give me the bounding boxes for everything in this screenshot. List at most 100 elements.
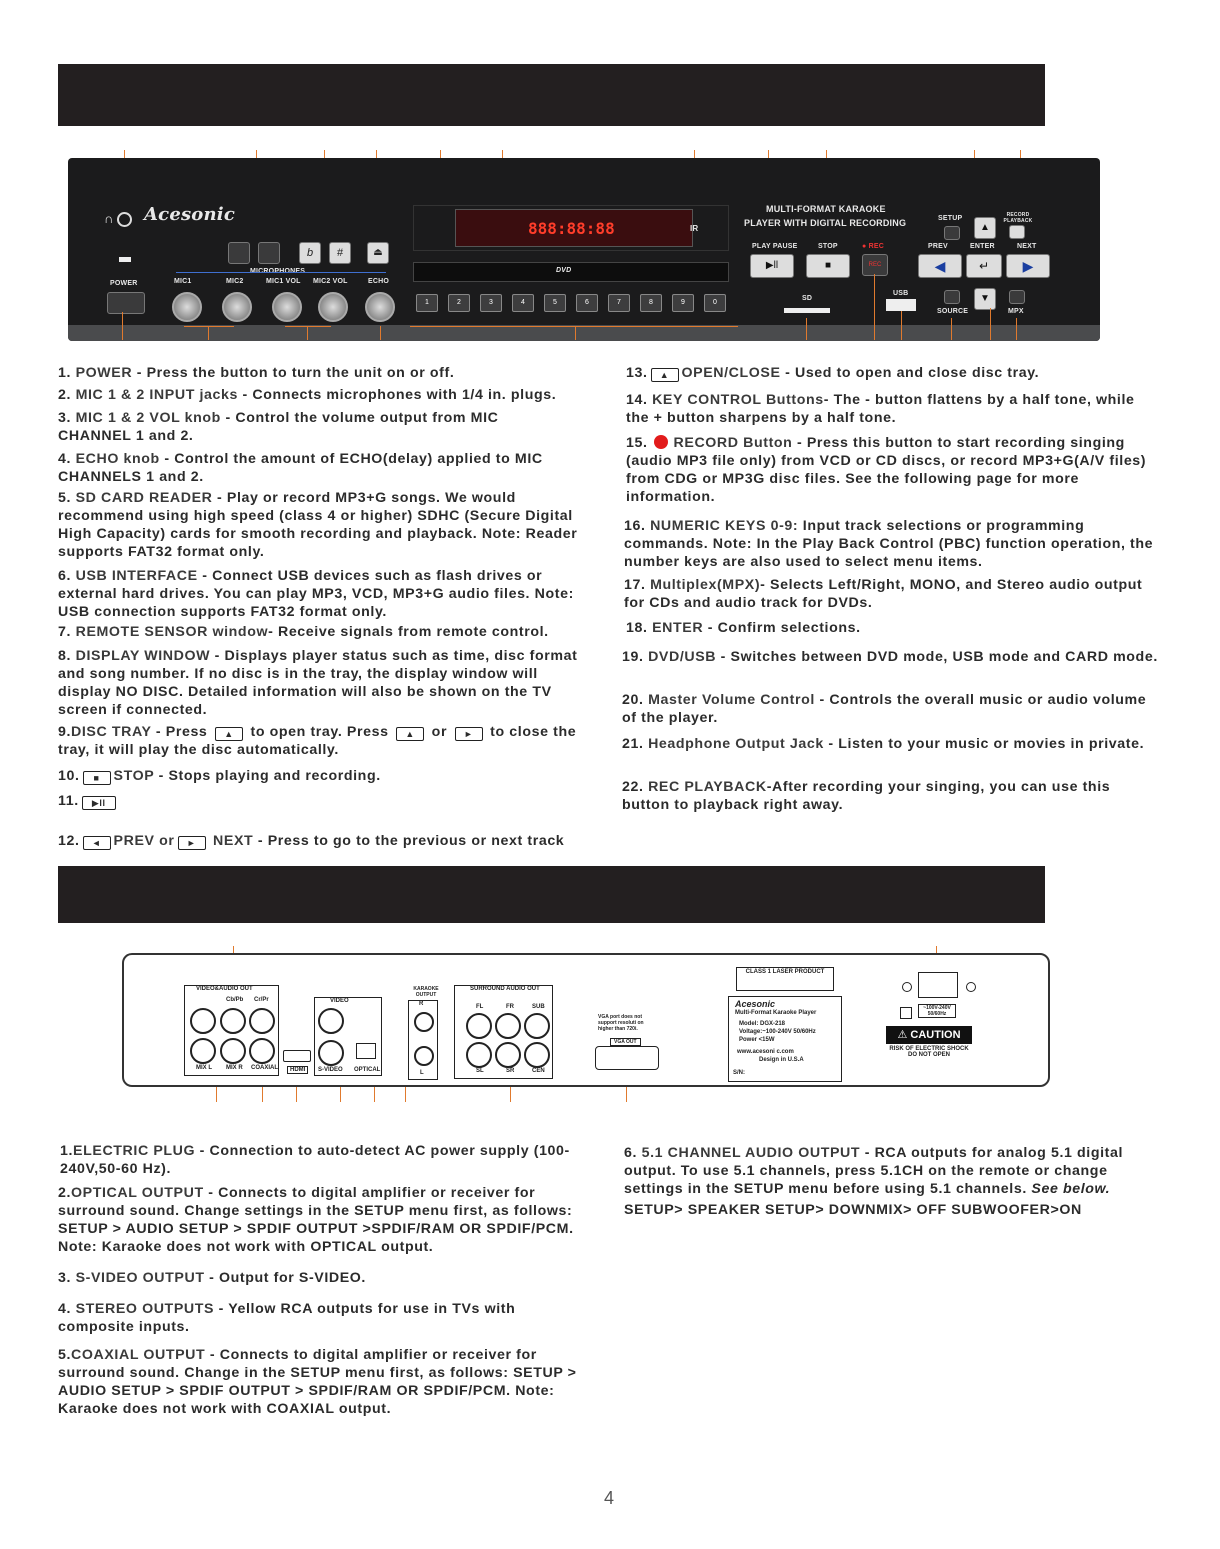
front-item-10: 10.■STOP - Stops playing and recording. [58, 768, 381, 785]
numeric-key-8[interactable]: 8 [640, 294, 662, 312]
vga-out-label: VGA OUT [610, 1038, 641, 1046]
coaxial-jack[interactable] [249, 1038, 275, 1064]
power-button[interactable] [107, 292, 145, 314]
product-label-model: Model: DGX-218 [739, 1021, 786, 1027]
up-button[interactable]: ▲ [974, 217, 996, 239]
product-label-web: www.acesoni c.com [737, 1049, 794, 1055]
front-item-22: 22. REC PLAYBACK-After recording your si… [622, 779, 1111, 813]
fr-jack[interactable] [495, 1013, 521, 1039]
front-item-18: 18. ENTER - Confirm selections. [626, 620, 861, 636]
key-up-button[interactable] [258, 242, 280, 264]
play-pause-button[interactable]: ▶ll [750, 254, 794, 278]
display-digits: 888:88:88 [528, 219, 615, 238]
mixl-jack[interactable] [190, 1038, 216, 1064]
setup-path: SETUP> SPEAKER SETUP> DOWNMIX> OFF SUBWO… [624, 1202, 1082, 1218]
cbpb-jack[interactable] [220, 1008, 246, 1034]
front-item-13: 13.▲OPEN/CLOSE - Used to open and close … [626, 365, 1040, 382]
down-button[interactable]: ▼ [974, 288, 996, 310]
numeric-key-4[interactable]: 4 [512, 294, 534, 312]
next-button[interactable]: ▶ [1006, 254, 1050, 278]
flat-button[interactable]: b [299, 242, 321, 264]
hdmi-label: HDMI [287, 1066, 309, 1074]
y-jack[interactable] [190, 1008, 216, 1034]
enter-button[interactable]: ↵ [966, 254, 1002, 278]
eject-button[interactable]: ⏏ [367, 242, 389, 264]
echo-knob[interactable] [365, 292, 395, 322]
vga-note: VGA port does not support resoluti on hi… [598, 1014, 644, 1032]
mic2-jack[interactable] [222, 292, 252, 322]
numeric-key-9[interactable]: 9 [672, 294, 694, 312]
svideo-jack[interactable] [318, 1040, 344, 1066]
front-item-20: 20. Master Volume Control - Controls the… [622, 692, 1147, 726]
product-label-power: Power <15W [739, 1037, 775, 1043]
product-label-design: Design in U.S.A [759, 1057, 804, 1063]
rec-label: ● REC [862, 243, 884, 250]
fl-jack[interactable] [466, 1013, 492, 1039]
mic1-jack[interactable] [172, 292, 202, 322]
hdmi-port[interactable] [283, 1050, 311, 1062]
cen-jack[interactable] [524, 1042, 550, 1068]
sd-label: SD [802, 295, 813, 302]
numeric-key-1[interactable]: 1 [416, 294, 438, 312]
play-pause-icon: ▶ll [81, 796, 116, 810]
numeric-key-2[interactable]: 2 [448, 294, 470, 312]
sub-jack[interactable] [524, 1013, 550, 1039]
numeric-key-7[interactable]: 7 [608, 294, 630, 312]
headphone-jack[interactable] [117, 212, 132, 227]
mic2-vol-label: MIC2 VOL [313, 278, 348, 285]
record-playback-label: RECORD PLAYBACK [1003, 212, 1033, 224]
disc-tray[interactable]: DVD [413, 262, 729, 282]
numeric-key-6[interactable]: 6 [576, 294, 598, 312]
model-line-1: MULTI-FORMAT KARAOKE [766, 204, 886, 214]
crpr-label: Cr/Pr [254, 997, 269, 1003]
l-label: L [420, 1070, 424, 1076]
mic2-vol-knob[interactable] [318, 292, 348, 322]
front-item-4: 4. ECHO knob - Control the amount of ECH… [58, 451, 543, 485]
sr-label: SR [506, 1068, 515, 1074]
product-label: Acesonic Multi-Format Karaoke Player Mod… [728, 996, 842, 1082]
crpr-jack[interactable] [249, 1008, 275, 1034]
page-number: 4 [604, 1488, 615, 1508]
mpx-button[interactable] [1009, 290, 1025, 304]
power-inlet[interactable] [918, 972, 958, 998]
microphones-label: MICROPHONES [250, 268, 305, 275]
stop-button[interactable]: ■ [806, 254, 850, 278]
front-item-2: 2. MIC 1 & 2 INPUT jacks - Connects micr… [58, 387, 557, 403]
setup-button[interactable] [944, 226, 960, 240]
cbpb-label: Cb/Pb [226, 997, 244, 1003]
sr-jack[interactable] [495, 1042, 521, 1068]
sl-jack[interactable] [466, 1042, 492, 1068]
front-item-17: 17. Multiplex(MPX)- Selects Left/Right, … [624, 577, 1143, 611]
caution-label: ⚠ CAUTION [886, 1026, 972, 1044]
prev-label: PREV [928, 243, 948, 250]
optical-port[interactable] [356, 1043, 376, 1059]
key-down-button[interactable] [228, 242, 250, 264]
stop-label: STOP [818, 243, 838, 250]
rear-item-3: 3. S-VIDEO OUTPUT - Output for S-VIDEO. [58, 1270, 366, 1286]
usb-label: USB [893, 290, 909, 297]
usb-port[interactable] [886, 299, 916, 311]
numeric-key-5[interactable]: 5 [544, 294, 566, 312]
numeric-key-3[interactable]: 3 [480, 294, 502, 312]
prev-button[interactable]: ◀ [918, 254, 962, 278]
front-item-7: 7. REMOTE SENSOR window- Receive signals… [58, 624, 549, 640]
mixr-jack[interactable] [220, 1038, 246, 1064]
video-jack[interactable] [318, 1008, 344, 1034]
front-item-16: 16. NUMERIC KEYS 0-9: Input track select… [624, 518, 1154, 570]
vga-port[interactable] [595, 1046, 659, 1070]
mpx-label: MPX [1008, 308, 1024, 315]
front-item-6: 6. USB INTERFACE - Connect USB devices s… [58, 568, 574, 620]
next-label: NEXT [1017, 243, 1037, 250]
sharp-button[interactable]: # [329, 242, 351, 264]
mic1-vol-knob[interactable] [272, 292, 302, 322]
karaoke-l-jack[interactable] [414, 1046, 434, 1066]
sd-card-slot[interactable] [784, 308, 830, 313]
karaoke-r-jack[interactable] [414, 1012, 434, 1032]
numeric-key-0[interactable]: 0 [704, 294, 726, 312]
record-playback-button[interactable] [1009, 225, 1025, 239]
rec-button[interactable]: REC [862, 254, 888, 276]
class1-label: CLASS 1 LASER PRODUCT [736, 967, 834, 991]
source-button[interactable] [944, 290, 960, 304]
optical-label: OPTICAL [354, 1067, 381, 1073]
front-item-21: 21. Headphone Output Jack - Listen to yo… [622, 736, 1145, 752]
